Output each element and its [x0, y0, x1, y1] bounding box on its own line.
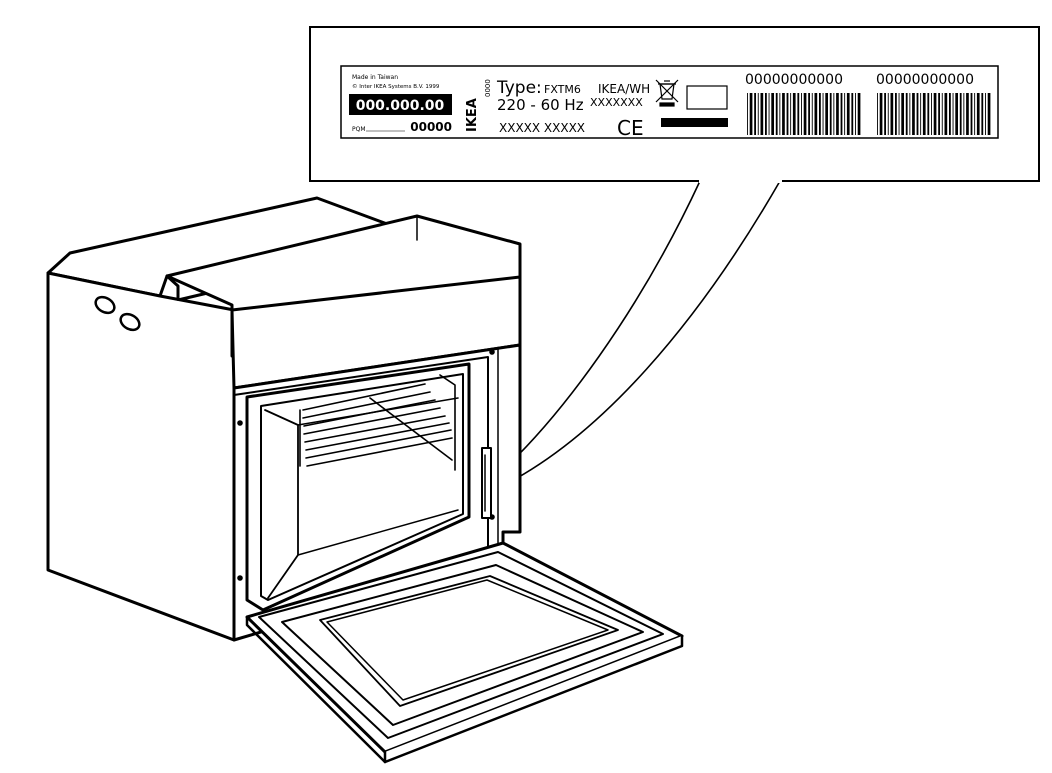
barcode-bar — [782, 93, 785, 135]
barcode-bar — [887, 93, 889, 135]
barcode-bar — [822, 93, 824, 135]
barcode-bar — [765, 93, 767, 135]
barcode-bar — [768, 93, 770, 135]
weee-bin-icon — [655, 79, 679, 107]
barcode-bar — [970, 93, 973, 135]
article-number-box — [349, 94, 452, 115]
barcode-bar — [801, 93, 802, 135]
barcode-bar — [974, 93, 976, 135]
barcode-bar — [792, 93, 796, 135]
barcode-bar — [754, 93, 756, 135]
barcode-bar — [901, 93, 904, 135]
barcode-bar — [987, 93, 991, 135]
barcode-bar — [966, 93, 969, 135]
barcode-bar — [836, 93, 839, 135]
barcode-bar — [905, 93, 908, 135]
barcode-bar — [749, 93, 753, 135]
serial-text: XXXXX XXXXX — [499, 121, 585, 135]
barcode-bar — [927, 93, 930, 135]
blank-field-box — [686, 85, 728, 110]
owner-text: IKEA/WH — [598, 82, 650, 96]
vent-hole — [94, 295, 116, 315]
type-value: FXTM6 — [544, 83, 581, 96]
oven-illustration — [46, 196, 684, 764]
barcode-bar — [909, 93, 911, 135]
barcode-bar — [829, 93, 832, 135]
barcode-bar — [819, 93, 821, 135]
barcode-bar — [944, 93, 948, 135]
barcode-bar — [803, 93, 807, 135]
barcode-bar — [797, 93, 800, 135]
barcode-bar — [760, 93, 764, 135]
barcode1-number: 00000000000 — [745, 72, 843, 88]
article-number: 000.000.00 — [356, 98, 445, 114]
barcode-bar — [955, 93, 958, 135]
barcode-bar — [898, 93, 900, 135]
barcode-bar — [846, 93, 850, 135]
ikea-logo: IKEA — [465, 98, 480, 132]
pqm-label: PQM — [352, 126, 366, 133]
barcode-bar — [877, 93, 878, 135]
barcode-bar — [747, 93, 748, 135]
barcode-bar — [825, 93, 828, 135]
barcode-bar — [941, 93, 943, 135]
barcode-bar — [811, 93, 813, 135]
barcode-bar — [851, 93, 854, 135]
barcode-bar — [931, 93, 932, 135]
barcode-bar — [814, 93, 818, 135]
barcode-bar — [771, 93, 774, 135]
barcode-bar — [949, 93, 951, 135]
made-in-text: Made in Taiwan — [352, 74, 398, 81]
power-text: XXXXXXX — [590, 96, 643, 109]
barcode-bar — [779, 93, 781, 135]
barcode-bar — [938, 93, 940, 135]
barcode-bar — [790, 93, 792, 135]
barcode-bar — [952, 93, 954, 135]
barcode-bar — [933, 93, 937, 135]
barcode-bar — [840, 93, 843, 135]
barcode-bar — [775, 93, 778, 135]
barcode-bar — [959, 93, 962, 135]
barcode-bar — [808, 93, 810, 135]
barcode-bar — [916, 93, 919, 135]
vertical-code: 0000 — [484, 79, 492, 97]
barcode-bar — [985, 93, 986, 135]
barcode-bar — [884, 93, 886, 135]
voltage-text: 220 - 60 Hz — [497, 96, 584, 114]
barcode-bar — [895, 93, 897, 135]
barcode2-number: 00000000000 — [876, 72, 974, 88]
type-prefix: Type: — [496, 78, 542, 98]
barcode-1 — [747, 93, 861, 135]
barcode-bar — [981, 93, 984, 135]
barcode-bar — [976, 93, 980, 135]
barcode-bar — [922, 93, 926, 135]
oven-side-panel — [46, 271, 236, 642]
barcode-bar — [963, 93, 965, 135]
barcode-bar — [912, 93, 915, 135]
barcode-bar — [844, 93, 846, 135]
barcode-bar — [757, 93, 759, 135]
barcode-bar — [890, 93, 894, 135]
black-bar — [661, 118, 728, 127]
barcode-bar — [920, 93, 922, 135]
barcode-2 — [877, 93, 991, 135]
barcode-bar — [879, 93, 883, 135]
pqm-value: 00000 — [410, 120, 452, 134]
ce-mark: CE — [617, 116, 644, 140]
barcode-bar — [855, 93, 856, 135]
vent-hole — [119, 312, 141, 332]
rating-label: Made in Taiwan © Inter IKEA Systems B.V.… — [340, 65, 999, 140]
copyright-text: © Inter IKEA Systems B.V. 1999 — [352, 83, 440, 90]
label-location-marker — [481, 447, 492, 519]
barcode-bar — [857, 93, 861, 135]
barcode-bar — [833, 93, 835, 135]
grill-element — [299, 374, 456, 471]
barcode-bar — [786, 93, 789, 135]
